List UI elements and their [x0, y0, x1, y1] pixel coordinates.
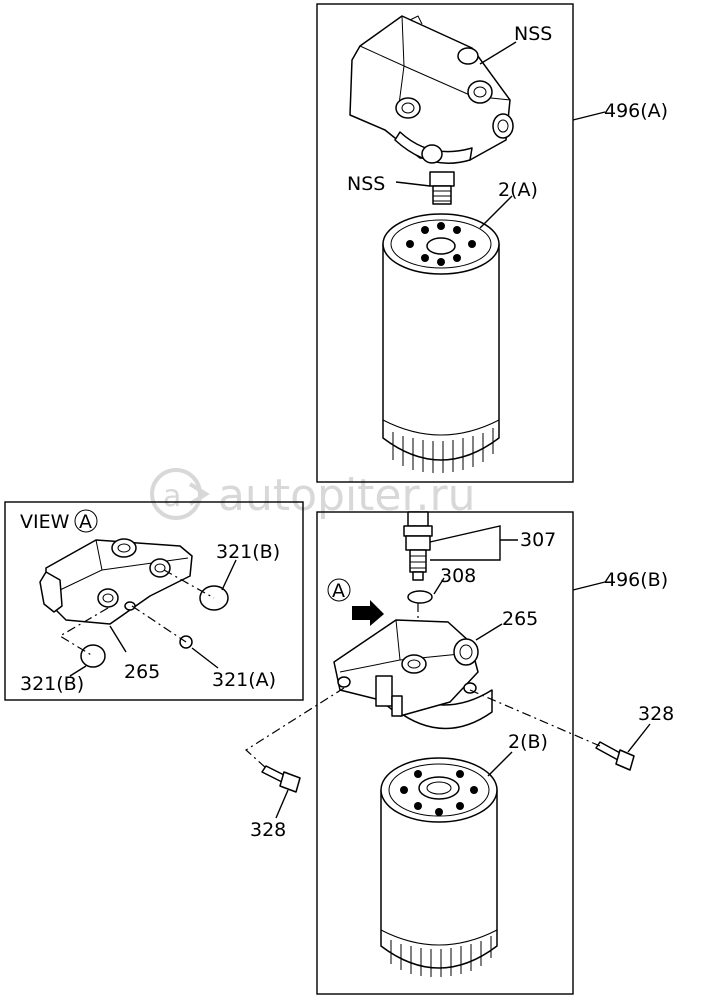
centerline-bolt-left	[245, 687, 345, 769]
label-filter-a: 2(A)	[498, 179, 538, 201]
leader-bolt-right	[627, 723, 651, 753]
view-centerline-small	[131, 605, 187, 643]
label-view-oring-top: 321(B)	[216, 541, 280, 563]
filter-head-b	[333, 619, 493, 730]
svg-text:a: a	[163, 479, 181, 514]
watermark-logo-icon: a	[150, 468, 210, 520]
assembly-b-frame	[316, 511, 574, 995]
view-marker: A	[79, 511, 92, 533]
filter-cartridge-a	[382, 213, 500, 473]
watermark-text: autopiter.ru	[218, 470, 476, 521]
leader-view-head	[109, 625, 127, 653]
leader-view-oring-small	[191, 647, 219, 669]
assembly-a-frame	[316, 3, 574, 483]
filter-cartridge-b	[380, 757, 498, 977]
label-nss-top: NSS	[514, 23, 552, 45]
bolt-328-right	[595, 741, 635, 771]
oring-308	[407, 590, 433, 604]
view-marker-circle	[74, 509, 98, 533]
view-title: VIEW	[20, 511, 70, 533]
leader-assy-a	[572, 111, 606, 121]
label-view-oring-small: 321(A)	[212, 669, 276, 691]
label-assy-b: 496(B)	[604, 569, 668, 591]
callout-marker: A	[332, 580, 345, 602]
leader-filter-b	[487, 751, 513, 777]
leader-view-oring-top	[221, 559, 237, 591]
label-bolt-right: 328	[638, 703, 674, 725]
label-nss-fitting: NSS	[347, 173, 385, 195]
label-view-head: 265	[124, 661, 160, 683]
view-centerline-left	[58, 607, 109, 657]
label-oring-308: 308	[440, 565, 476, 587]
leader-head-b	[475, 623, 503, 641]
leader-sensor-bracket	[429, 525, 501, 561]
leader-nss-fitting	[395, 181, 431, 187]
bolt-328-left	[261, 765, 301, 793]
nss-fitting	[429, 171, 455, 205]
view-a-head	[39, 538, 193, 625]
centerline-bolt-right	[469, 689, 601, 747]
filter-head-a	[349, 15, 514, 164]
label-head-b: 265	[502, 608, 538, 630]
leader-assy-b	[572, 581, 606, 591]
leader-oring-308	[433, 577, 445, 595]
view-oring-left	[80, 644, 106, 668]
view-direction-arrow	[352, 600, 384, 626]
view-a-frame	[4, 501, 304, 701]
label-view-oring-left: 321(B)	[20, 673, 84, 695]
label-bolt-left: 328	[250, 819, 286, 841]
label-assy-a: 496(A)	[604, 100, 668, 122]
label-filter-b: 2(B)	[508, 731, 548, 753]
leader-filter-a	[479, 195, 513, 229]
leader-view-oring-left	[69, 665, 87, 677]
label-sensor: 307	[520, 529, 556, 551]
leader-nss-top	[479, 41, 517, 65]
callout-marker-circle	[327, 578, 351, 602]
sensor-307	[403, 511, 433, 581]
leader-bolt-left	[275, 789, 289, 819]
